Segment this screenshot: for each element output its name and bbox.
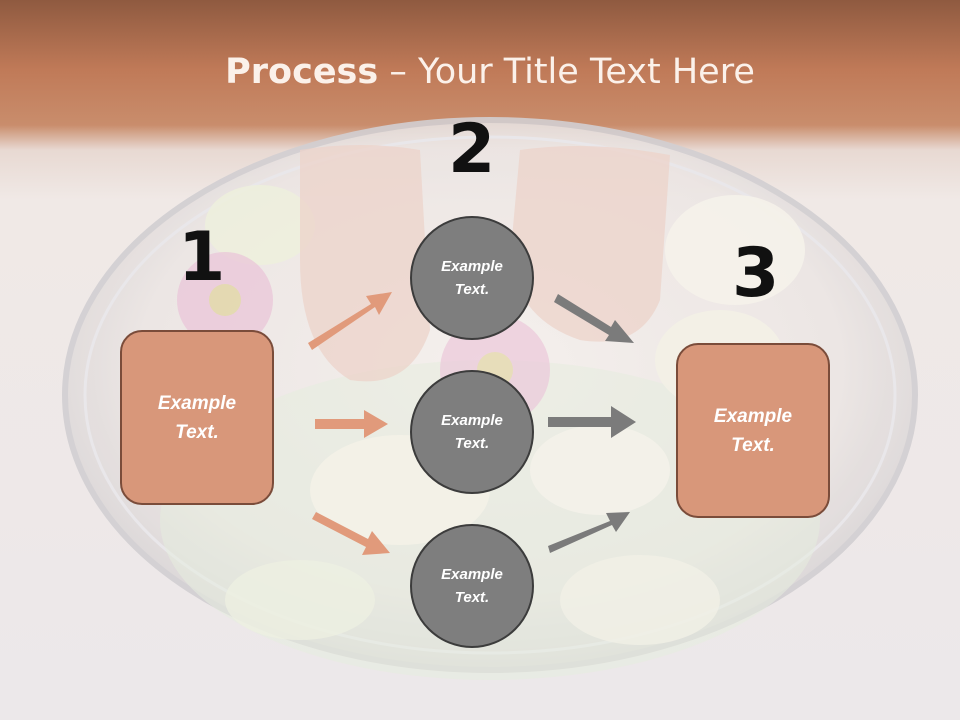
title-rest: – Your Title Text Here — [378, 52, 755, 92]
step-number-1: 1 — [178, 218, 226, 297]
step-3-box: Example Text. — [676, 343, 830, 518]
arrow-2b-to-3 — [548, 406, 636, 438]
arrow-2a-to-3 — [554, 294, 634, 343]
arrow-1-to-2a — [308, 292, 392, 350]
step-2-circle-bottom: Example Text. — [410, 524, 534, 648]
step-number-2: 2 — [448, 110, 496, 189]
arrow-2c-to-3 — [548, 512, 630, 553]
step-2-circle-middle: Example Text. — [410, 370, 534, 494]
step-2-circle-top: Example Text. — [410, 216, 534, 340]
step-1-box: Example Text. — [120, 330, 274, 505]
arrow-1-to-2b — [315, 410, 388, 438]
title-bold: Process — [225, 52, 379, 92]
arrow-1-to-2c — [312, 512, 390, 555]
slide-title: Process – Your Title Text Here — [0, 52, 960, 92]
step-number-3: 3 — [732, 234, 780, 313]
